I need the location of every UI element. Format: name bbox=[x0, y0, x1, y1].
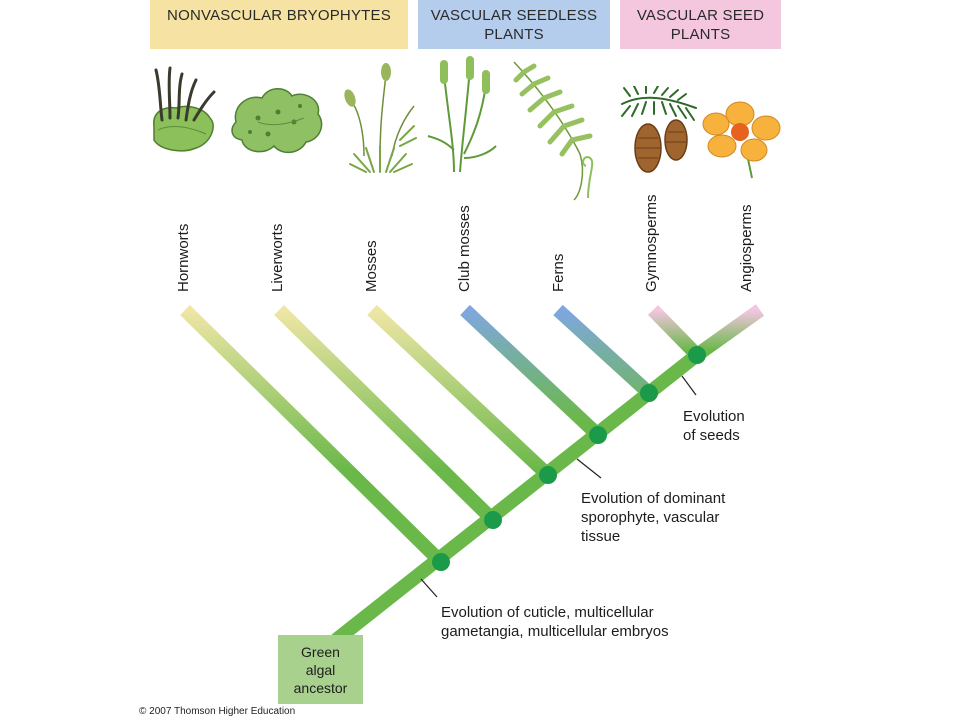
note-sporophyte-line3: tissue bbox=[581, 528, 621, 545]
note-evolution-of-seeds: Evolution of seeds bbox=[683, 407, 745, 445]
note-cuticle-line2: gametangia, multicellular embryos bbox=[441, 623, 669, 640]
pointer-sporophyte bbox=[576, 458, 602, 479]
header-vascular-seed-plants: VASCULAR SEED PLANTS bbox=[620, 0, 781, 49]
branch-ferns bbox=[553, 304, 654, 399]
copyright-notice: © 2007 Thomson Higher Education bbox=[139, 706, 296, 717]
liverwort-illustration bbox=[231, 88, 323, 154]
header-seedless-line2: PLANTS bbox=[484, 25, 544, 43]
branch-mosses bbox=[367, 304, 553, 481]
pointer-cuticle bbox=[420, 578, 438, 598]
branch-angiosperms bbox=[692, 304, 765, 361]
branch-club-mosses bbox=[460, 304, 603, 441]
note-sporophyte-line2: sporophyte, vascular bbox=[581, 509, 720, 526]
ancestor-line2: algal bbox=[305, 661, 336, 678]
branch-gymnosperms bbox=[647, 305, 703, 360]
node-liverworts bbox=[484, 511, 502, 529]
moss-illustration bbox=[344, 63, 417, 173]
header-nonvascular-label: NONVASCULAR BRYOPHYTES bbox=[167, 7, 391, 24]
club-moss-illustration bbox=[427, 56, 497, 173]
hornwort-illustration bbox=[153, 66, 216, 152]
gymnosperm-illustration bbox=[621, 86, 697, 173]
header-seed-line2: PLANTS bbox=[670, 25, 731, 43]
header-vascular-seedless-plants: VASCULAR SEEDLESS PLANTS bbox=[418, 0, 610, 49]
trunk bbox=[331, 349, 702, 646]
node-ferns bbox=[640, 384, 658, 402]
green-algal-ancestor-box: Green algal ancestor bbox=[278, 635, 363, 704]
node-cuticle bbox=[432, 553, 450, 571]
note-sporophyte-line1: Evolution of dominant bbox=[581, 490, 726, 507]
note-seeds-line1: Evolution bbox=[683, 408, 745, 425]
ancestor-line1: Green bbox=[301, 643, 340, 660]
branch-hornworts bbox=[180, 305, 446, 567]
node-mosses bbox=[539, 466, 557, 484]
note-seeds-line2: of seeds bbox=[683, 427, 740, 444]
branch-liverworts bbox=[274, 305, 498, 525]
ancestor-line3: ancestor bbox=[293, 679, 348, 696]
note-evolution-of-sporophyte: Evolution of dominant sporophyte, vascul… bbox=[581, 489, 725, 546]
angiosperm-illustration bbox=[702, 101, 781, 179]
header-nonvascular-bryophytes: NONVASCULAR BRYOPHYTES bbox=[150, 0, 408, 49]
node-seeds bbox=[688, 346, 706, 364]
header-seed-line1: VASCULAR SEED bbox=[636, 6, 765, 24]
fern-illustration bbox=[513, 61, 594, 201]
node-vascular bbox=[589, 426, 607, 444]
pointer-seeds bbox=[681, 375, 697, 396]
note-evolution-of-cuticle: Evolution of cuticle, multicellular game… bbox=[441, 603, 669, 641]
header-seedless-line1: VASCULAR SEEDLESS bbox=[430, 6, 598, 24]
note-cuticle-line1: Evolution of cuticle, multicellular bbox=[441, 604, 654, 621]
